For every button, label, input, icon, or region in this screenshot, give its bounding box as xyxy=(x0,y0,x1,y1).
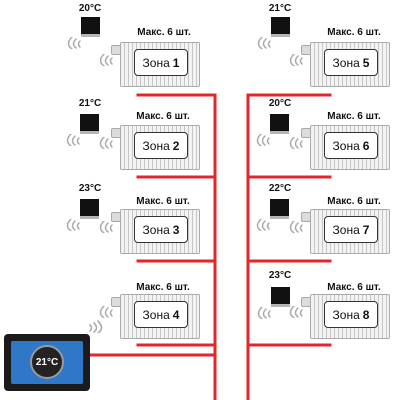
zone-6-max-caption: Макс. 6 шт. xyxy=(327,111,381,122)
zone-number: 2 xyxy=(172,138,180,153)
zone-1-max-caption: Макс. 6 шт. xyxy=(137,27,191,38)
zone-word: Зона xyxy=(142,55,170,70)
zone-2-radiator-signal-icon xyxy=(99,137,113,149)
zone-8-max-caption: Макс. 6 шт. xyxy=(327,282,381,293)
controller-temp-display: 21°C xyxy=(30,345,64,379)
zone-word: Зона xyxy=(332,55,360,70)
zone-2-sensor-signal-icon xyxy=(66,134,80,146)
zone-1-temp: 20°C xyxy=(78,3,102,14)
zone-3-sensor[interactable] xyxy=(80,199,99,219)
zone-7-radiator-signal-icon xyxy=(289,221,303,233)
zone-6-sensor-signal-icon xyxy=(256,134,270,146)
zone-word: Зона xyxy=(332,307,360,322)
zone-4-max-caption: Макс. 6 шт. xyxy=(136,282,190,293)
zone-7-max-caption: Макс. 6 шт. xyxy=(327,196,381,207)
zone-7-sensor-signal-icon xyxy=(256,219,270,231)
controller-temp: 21°C xyxy=(35,356,59,368)
zone-2-max-caption: Макс. 6 шт. xyxy=(136,111,190,122)
zone-number: 6 xyxy=(362,138,370,153)
zone-3-temp: 23°C xyxy=(78,183,102,194)
zone-7-temp: 22°C xyxy=(268,183,292,194)
zone-7-sensor[interactable] xyxy=(270,199,289,219)
zone-2-sensor[interactable] xyxy=(80,114,99,134)
zone-4-radiator-signal-icon xyxy=(99,306,113,318)
controller-signal-icon xyxy=(89,320,103,333)
zone-number: 1 xyxy=(172,55,180,70)
zone-word: Зона xyxy=(332,222,360,237)
zone-number: 8 xyxy=(362,307,370,322)
zone-word: Зона xyxy=(332,138,360,153)
zone-6-temp: 20°C xyxy=(268,98,292,109)
zone-number: 5 xyxy=(362,55,370,70)
zone-5-max-caption: Макс. 6 шт. xyxy=(327,27,381,38)
zone-word: Зона xyxy=(142,222,170,237)
zone-word: Зона xyxy=(142,307,170,322)
zone-3-max-caption: Макс. 6 шт. xyxy=(136,196,190,207)
zone-8-temp: 23°C xyxy=(268,270,292,281)
zone-number: 4 xyxy=(172,307,180,322)
zone-6-radiator-signal-icon xyxy=(289,137,303,149)
zone-1-sensor-signal-icon xyxy=(67,37,81,49)
zone-8-sensor-signal-icon xyxy=(257,307,271,319)
zone-8-radiator-signal-icon xyxy=(289,306,303,318)
zone-5-sensor-signal-icon xyxy=(257,37,271,49)
zone-number: 7 xyxy=(362,222,370,237)
zone-number: 3 xyxy=(172,222,180,237)
zone-5-sensor[interactable] xyxy=(271,17,290,37)
zone-3-sensor-signal-icon xyxy=(66,219,80,231)
zone-5-temp: 21°C xyxy=(268,3,292,14)
zone-1-radiator-signal-icon xyxy=(99,54,113,66)
zone-2-temp: 21°C xyxy=(78,98,102,109)
zone-1-sensor[interactable] xyxy=(81,17,100,37)
controller-screen: 21°C xyxy=(11,341,83,384)
zone-8-sensor[interactable] xyxy=(271,287,290,307)
zone-6-sensor[interactable] xyxy=(270,114,289,134)
room-controller[interactable]: 21°C xyxy=(4,334,90,391)
zone-word: Зона xyxy=(142,138,170,153)
zone-5-radiator-signal-icon xyxy=(289,54,303,66)
zone-3-radiator-signal-icon xyxy=(99,221,113,233)
